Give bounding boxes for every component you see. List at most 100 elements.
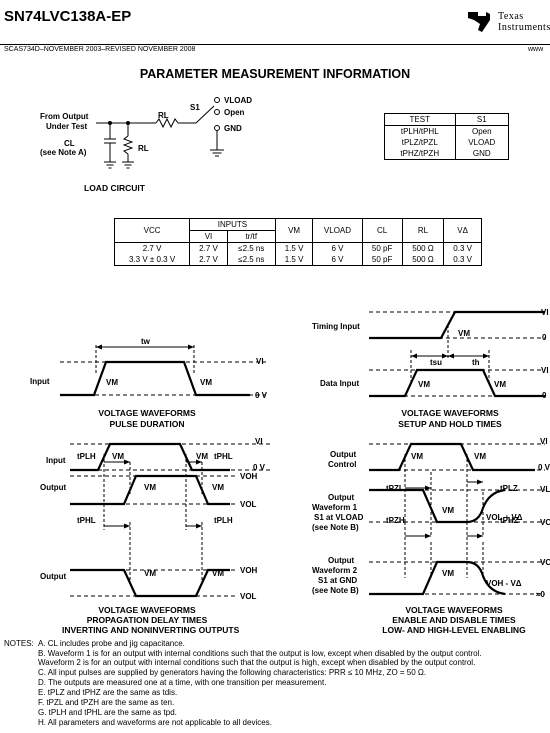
setup-hold-waveform <box>369 310 545 398</box>
note-item: A. CL includes probe and jig capacitance… <box>38 639 185 648</box>
tplz-label: tPLZ <box>500 484 518 493</box>
note-item: G. tPLH and tPHL are the same as tpd. <box>38 708 177 717</box>
url-text: www <box>528 46 544 53</box>
setup-vm2-label: VM <box>418 380 430 389</box>
en-vi-label: VI <box>540 437 548 446</box>
table-row: TEST S1 <box>384 113 510 126</box>
pulse-duration-waveform <box>60 344 266 397</box>
en-vo2-label: VO <box>540 558 550 567</box>
table-header: S1 <box>454 113 510 126</box>
table-cell: 6 V <box>312 254 363 266</box>
prop-vm3-label: VM <box>144 483 156 492</box>
output-control-label-2: Control <box>328 460 357 469</box>
table-cell: 0.3 V <box>443 254 482 266</box>
table-cell: 3.3 V ± 0.3 V <box>113 254 191 266</box>
cl-label: CL <box>64 139 75 148</box>
en-vo1-label: VO <box>540 518 550 527</box>
logo-text-2: Instruments <box>498 22 550 33</box>
setup-z2-label: 0 <box>542 391 547 400</box>
logo-text-1: Texas <box>498 11 524 22</box>
table-row: VCC INPUTS VM VLOAD CL RL VΔ <box>113 218 482 243</box>
table-header: VCC <box>113 218 191 243</box>
pulse-caption-2: PULSE DURATION <box>109 419 185 429</box>
prop-vm2-label: VM <box>196 452 208 461</box>
table-cell: ≤2.5 ns <box>226 254 276 266</box>
tw-label: tw <box>141 337 150 346</box>
en-0v-label: 0 V <box>538 463 550 472</box>
setup-z1-label: 0 <box>542 333 547 342</box>
prop-caption-2: PROPAGATION DELAY TIMES <box>86 615 208 625</box>
note-item: Waveform 2 is for an output with interna… <box>38 658 476 667</box>
setup-vm3-label: VM <box>494 380 506 389</box>
en-vm1-label: VM <box>411 452 423 461</box>
prop-output2-label: Output <box>40 572 67 581</box>
en-z3-label: ≈0 <box>536 590 545 599</box>
table-row: 3.3 V ± 0.3 V 2.7 V ≤2.5 ns 1.5 V 6 V 50… <box>113 254 482 266</box>
table-header: INPUTS <box>189 218 276 231</box>
table-row: tPLZ/tPZL VLOAD <box>384 137 510 148</box>
load-circuit-caption: LOAD CIRCUIT <box>84 183 145 193</box>
en-vl-label: VL <box>540 485 550 494</box>
prop-vi-label: VI <box>255 437 263 446</box>
tplh2-label: tPLH <box>214 516 233 525</box>
note-item: F. tPZL and tPZH are the same as ten. <box>38 698 175 707</box>
en-vm2-label: VM <box>474 452 486 461</box>
table-row: VI tr/tf <box>115 230 482 243</box>
propagation-delay-waveform <box>70 442 270 598</box>
open-label: Open <box>224 108 245 117</box>
prop-voh1-label: VOH <box>240 472 258 481</box>
tplh1-label: tPLH <box>77 452 96 461</box>
table-cell: ≤2.5 ns <box>226 242 276 254</box>
table-header: TEST <box>384 113 456 126</box>
table-cell: Open <box>454 125 510 137</box>
note-item: E. tPLZ and tPHZ are the same as tdis. <box>38 688 178 697</box>
table-row: tPLH/tPHL Open <box>384 125 510 137</box>
setup-caption-1: VOLTAGE WAVEFORMS <box>401 408 499 418</box>
rl-label: RL <box>138 144 149 153</box>
timing-input-label: Timing Input <box>312 322 360 331</box>
prop-vm5-label: VM <box>144 569 156 578</box>
table-cell: 50 pF <box>361 254 403 266</box>
pulse-0v-label: 0 V <box>255 391 268 400</box>
note-item: D. The outputs are measured one at a tim… <box>38 678 327 687</box>
tphl1-label: tPHL <box>214 452 233 461</box>
table-header: VI <box>189 230 228 243</box>
tpzl-label: tPZL <box>386 484 404 493</box>
vload-label: VLOAD <box>224 96 252 105</box>
from-output-label: From Output <box>40 112 89 121</box>
prop-output1-label: Output <box>40 483 67 492</box>
prop-vol1-label: VOL <box>240 500 257 509</box>
s1-label: S1 <box>190 103 200 112</box>
prop-caption-1: VOLTAGE WAVEFORMS <box>98 605 196 615</box>
enable-caption-1: VOLTAGE WAVEFORMS <box>405 605 503 615</box>
prop-0v-label: 0 V <box>253 463 266 472</box>
waveform2-label-1: Output <box>328 556 355 565</box>
load-circuit-diagram <box>96 97 224 169</box>
output-control-label-1: Output <box>330 450 357 459</box>
see-note-a-label: (see Note A) <box>40 148 87 157</box>
parameter-table: VCC INPUTS VM VLOAD CL RL VΔ VI tr/tf 2.… <box>113 218 482 266</box>
setup-v2-label: VI <box>541 366 549 375</box>
table-header: VLOAD <box>312 218 363 243</box>
table-header: RL <box>401 218 445 243</box>
waveform1-label-3: S1 at VLOAD <box>314 513 364 522</box>
waveform2-label-3: S1 at GND <box>318 576 358 585</box>
table-cell: 0.3 V <box>443 242 482 254</box>
table-cell: GND <box>454 148 510 160</box>
header-rule <box>0 44 550 45</box>
table-header: CL <box>361 218 403 243</box>
voh-vd-label: VOH - VΔ <box>486 579 522 588</box>
tsu-label: tsu <box>430 358 442 367</box>
waveform1-label-4: (see Note B) <box>312 523 359 532</box>
waveform1-label-1: Output <box>328 493 355 502</box>
table-cell: 2.7 V <box>189 242 228 254</box>
ti-logo: Texas Instruments <box>466 8 550 38</box>
enable-caption-3: LOW- AND HIGH-LEVEL ENABLING <box>382 625 526 635</box>
pulse-vi-label: VI <box>256 357 264 366</box>
vol-vd-label: VOL + VΔ <box>486 513 523 522</box>
pulse-vm1-label: VM <box>106 378 118 387</box>
waveform2-label-4: (see Note B) <box>312 586 359 595</box>
notes-label: NOTES: <box>4 639 34 648</box>
prop-vm4-label: VM <box>212 483 224 492</box>
table-cell: 1.5 V <box>274 242 314 254</box>
